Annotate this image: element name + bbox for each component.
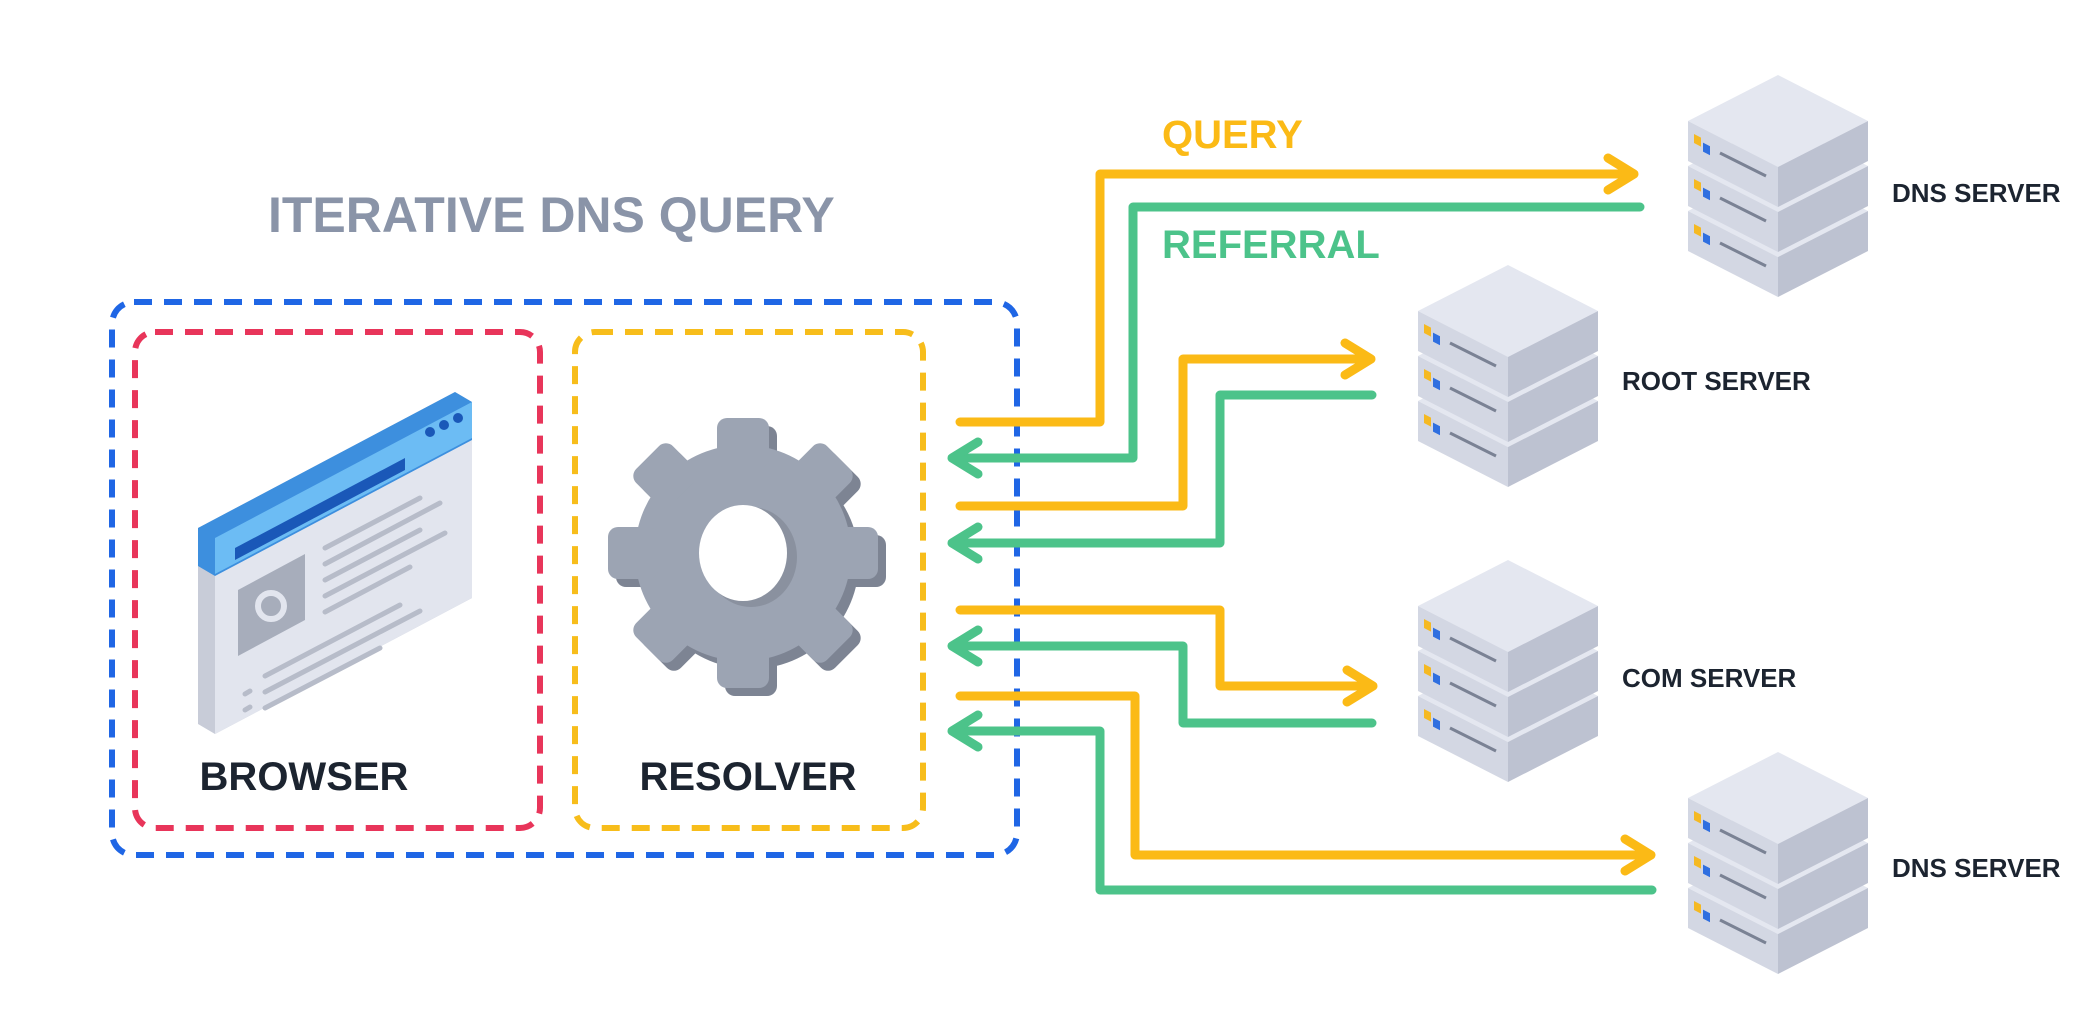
client-group-box xyxy=(109,299,1020,858)
referral-arrows xyxy=(947,202,1657,895)
referral-arrow-dns-bottom xyxy=(950,726,1657,895)
browser-box xyxy=(132,329,543,831)
browser-window-icon xyxy=(198,392,472,734)
server-rack-icon xyxy=(1688,752,1868,974)
server-rack-icon xyxy=(1418,560,1598,782)
resolver-label: RESOLVER xyxy=(639,755,856,799)
server-rack-icon xyxy=(1418,265,1598,487)
diagram-title: ITERATIVE DNS QUERY xyxy=(268,187,835,243)
resolver-box xyxy=(572,329,926,831)
referral-label: REFERRAL xyxy=(1162,223,1380,267)
query-arrow-root xyxy=(955,354,1373,511)
referral-arrow-root xyxy=(950,390,1377,548)
server-label: DNS SERVER xyxy=(1892,178,2061,208)
server-rack-icon xyxy=(1688,75,1868,297)
query-label: QUERY xyxy=(1162,113,1303,157)
referral-arrow-dns-top xyxy=(950,202,1645,463)
server-label: COM SERVER xyxy=(1622,663,1797,693)
server-label: ROOT SERVER xyxy=(1622,366,1811,396)
referral-arrow-com xyxy=(950,641,1377,728)
query-arrow-com xyxy=(955,605,1375,691)
query-arrow-dns-bottom xyxy=(955,691,1653,860)
query-arrow-dns-top xyxy=(955,169,1637,427)
query-arrows xyxy=(955,153,1656,876)
browser-label: BROWSER xyxy=(200,755,409,799)
gear-icon xyxy=(608,418,886,696)
server-label: DNS SERVER xyxy=(1892,853,2061,883)
